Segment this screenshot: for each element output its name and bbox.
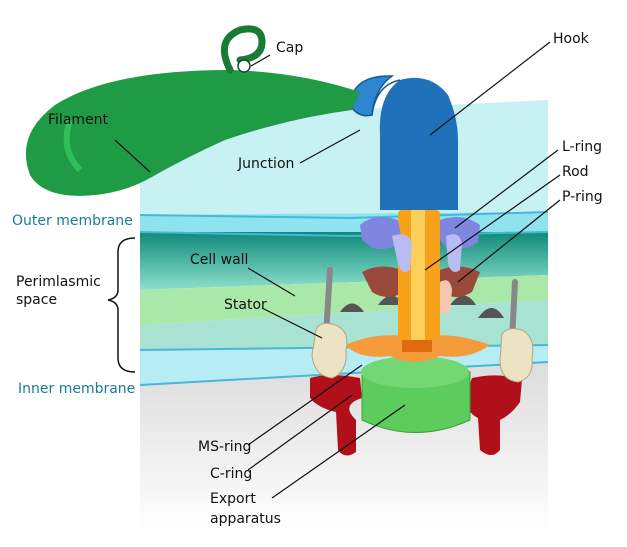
leader-junction: [299, 129, 361, 164]
label-c-ring: C-ring: [210, 466, 253, 482]
leader-ms-ring: [247, 364, 363, 446]
hook: [379, 77, 458, 210]
leader-lines: [114, 41, 561, 499]
label-inner-membrane: Inner membrane: [18, 381, 136, 397]
l-ring-inner-left: [392, 234, 412, 272]
filament-tip-curl: [220, 25, 266, 74]
label-p-ring: P-ring: [562, 189, 603, 205]
stator-left: [311, 322, 348, 379]
c-ring-left: [310, 375, 362, 456]
outer-membrane-line-bottom: [139, 231, 549, 238]
p-ring-left: [362, 266, 404, 297]
leader-rod: [424, 174, 561, 271]
inner-membrane-line-bottom: [139, 361, 549, 386]
l-ring-left: [360, 216, 402, 249]
hook-junction-end: [351, 75, 395, 117]
label-stator: Stator: [224, 297, 267, 313]
label-l-ring: L-ring: [562, 139, 603, 155]
c-ring-right: [465, 375, 522, 455]
periplasm-bracket: [107, 237, 136, 373]
p-ring-inner-right: [438, 280, 452, 314]
leader-p-ring: [457, 199, 561, 283]
dome-1: [340, 303, 364, 312]
l-ring-inner-right: [446, 234, 462, 272]
leader-l-ring: [454, 149, 559, 229]
dome-2: [378, 295, 404, 305]
stator-right: [499, 328, 534, 383]
label-cap: Cap: [276, 40, 304, 56]
filament-sheen: [63, 119, 83, 173]
dome-4: [478, 308, 504, 318]
label-cell-wall: Cell wall: [190, 252, 249, 268]
dome-3: [450, 295, 476, 305]
label-periplasmic-line2: space: [16, 292, 58, 308]
leader-cap: [250, 54, 271, 67]
label-outer-membrane: Outer membrane: [12, 213, 133, 229]
hook-edge: [371, 79, 401, 116]
label-export-line2: apparatus: [210, 511, 281, 527]
leader-hook: [429, 41, 551, 136]
label-filament: Filament: [48, 112, 109, 128]
label-rod: Rod: [562, 164, 589, 180]
label-ms-ring: MS-ring: [198, 439, 252, 455]
label-export-line1: Export: [210, 491, 256, 507]
label-hook: Hook: [553, 31, 589, 47]
cap: [237, 59, 251, 73]
rod-highlight: [411, 210, 425, 340]
leader-c-ring: [247, 394, 353, 471]
filament-body: [25, 70, 361, 196]
leader-filament: [114, 139, 151, 173]
export-apparatus-top: [361, 356, 469, 388]
leader-export-apparatus: [271, 404, 406, 499]
leader-cell-wall: [247, 267, 296, 297]
label-junction: Junction: [238, 156, 295, 172]
leader-stator: [261, 307, 323, 339]
label-periplasmic-line1: Perimlasmic: [16, 274, 101, 290]
outer-membrane-line-top: [139, 211, 549, 220]
